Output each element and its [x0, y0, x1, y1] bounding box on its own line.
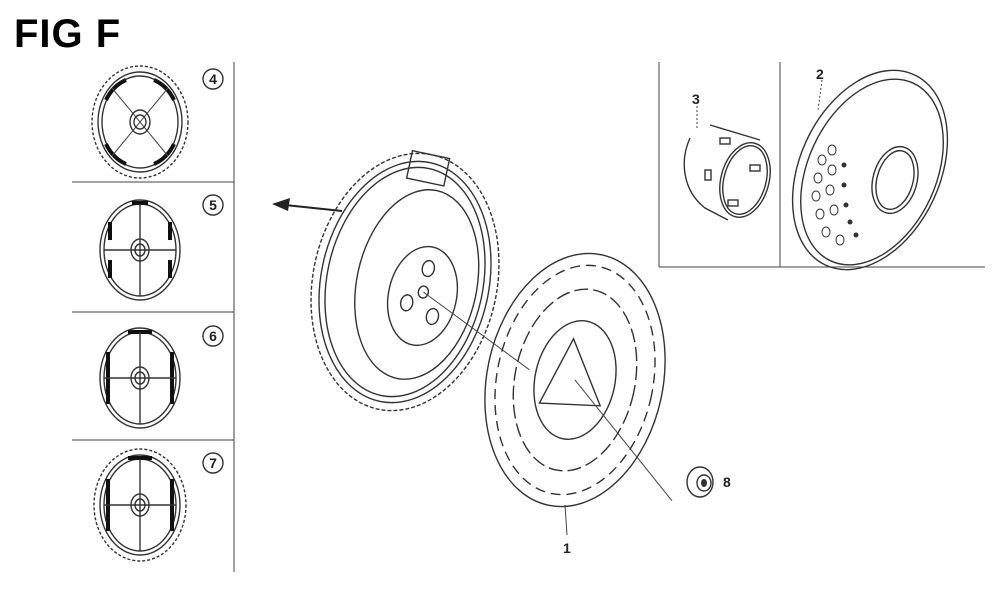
callout-6: 6	[202, 325, 224, 347]
svg-text:6: 6	[209, 328, 217, 344]
svg-text:5: 5	[209, 197, 217, 213]
callout-1: 1	[563, 540, 571, 556]
callout-2: 2	[816, 66, 824, 82]
callout-4: 4	[202, 68, 224, 90]
cooling-fan	[484, 252, 673, 508]
svg-text:7: 7	[209, 455, 217, 471]
flange-nut	[686, 466, 714, 498]
rotor-variant-5	[99, 199, 181, 301]
ring-gear-variant-7	[93, 448, 187, 562]
sleeve	[683, 106, 771, 221]
callout-7: 7	[202, 452, 224, 474]
callout-3: 3	[692, 91, 700, 107]
fan-cover	[791, 69, 949, 271]
callout-5: 5	[202, 194, 224, 216]
figure-title: FIG F	[14, 12, 122, 56]
optional-parts-frame	[658, 62, 985, 268]
rotor-variant-6	[99, 327, 181, 429]
svg-text:4: 4	[209, 71, 217, 87]
flywheel	[310, 149, 530, 412]
arrow-icon	[272, 198, 343, 212]
callout-8: 8	[723, 474, 731, 490]
variant-panel-frame	[72, 62, 235, 572]
ring-gear-variant-4	[91, 65, 189, 179]
